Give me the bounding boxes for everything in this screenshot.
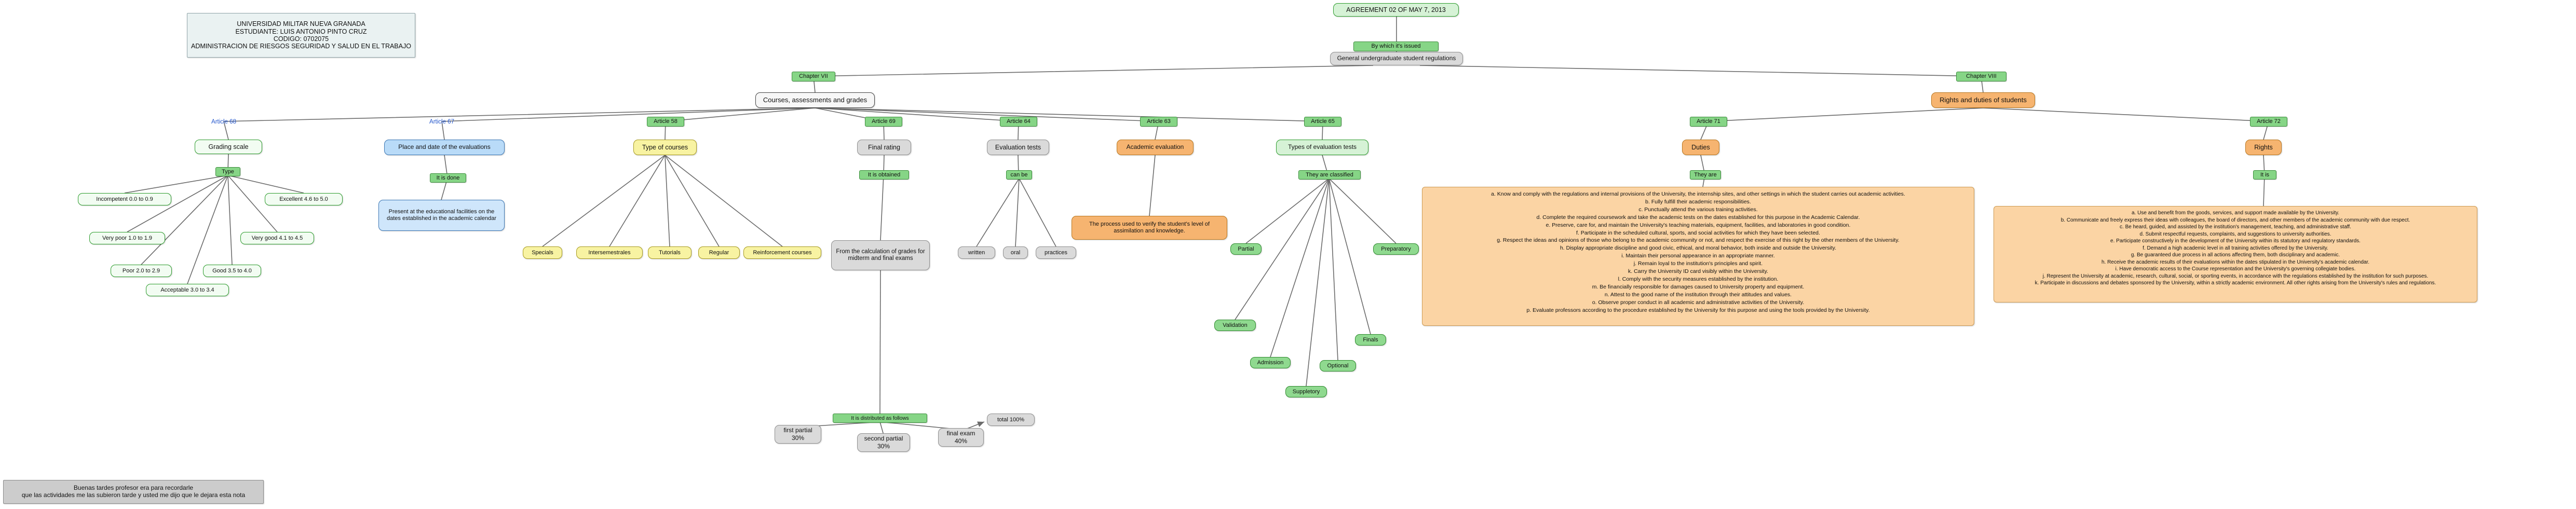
final-exam-value: 40% xyxy=(954,437,968,445)
grade-very-poor-node[interactable]: Very poor 1.0 to 1.9 xyxy=(89,232,165,244)
course-type-specials-node[interactable]: Specials xyxy=(523,246,562,259)
total-node[interactable]: total 100% xyxy=(987,414,1035,426)
chapter-viii-label[interactable]: Chapter VIII xyxy=(1956,72,2006,81)
grade-incompetent-node[interactable]: Incompetent 0.0 to 0.9 xyxy=(78,193,171,205)
regulations-node[interactable]: General undergraduate student regulation… xyxy=(1330,52,1463,65)
by-which-issued-link-label[interactable]: By which it's issued xyxy=(1353,42,1439,51)
eval-test-written-node[interactable]: written xyxy=(958,246,995,259)
duties-link-label[interactable]: They are xyxy=(1690,170,1721,180)
agreement-node[interactable]: AGREEMENT 02 OF MAY 7, 2013 xyxy=(1333,3,1459,17)
distribution-link-label[interactable]: It is distributed as follows xyxy=(833,414,927,423)
eval-test-oral-node[interactable]: oral xyxy=(1003,246,1028,259)
first-partial-label: first partial xyxy=(783,426,812,434)
article-rights-label[interactable]: Article 72 xyxy=(2250,117,2287,127)
eval-test-practices-node[interactable]: practices xyxy=(1036,246,1076,259)
eval-type-preparatory-node[interactable]: Preparatory xyxy=(1373,243,1419,255)
grading-type-link-label[interactable]: Type xyxy=(215,167,240,176)
final-rating-detail-node[interactable]: From the calculation of grades for midte… xyxy=(831,240,930,270)
course-type-regular-node[interactable]: Regular xyxy=(698,246,740,259)
eval-types-link-label[interactable]: They are classified xyxy=(1298,170,1361,180)
eval-type-finals-node[interactable]: Finals xyxy=(1355,334,1386,346)
final-rating-link-label[interactable]: It is obtained xyxy=(859,170,909,180)
teacher-note[interactable]: Buenas tardes profesor era para recordar… xyxy=(3,480,264,504)
rights-node[interactable]: Rights xyxy=(2245,140,2282,155)
course-type-intersemestrales-node[interactable]: Intersemestrales xyxy=(576,246,643,259)
final-rating-node[interactable]: Final rating xyxy=(857,140,911,155)
article-course-types-label[interactable]: Article 58 xyxy=(647,117,684,127)
eval-tests-link-label[interactable]: can be xyxy=(1006,170,1032,180)
grading-scale-node[interactable]: Grading scale xyxy=(195,140,262,154)
article-place-date-link[interactable]: Article 67 xyxy=(429,118,454,125)
chapter-vii-label[interactable]: Chapter VII xyxy=(792,72,835,81)
first-partial-value: 30% xyxy=(791,434,805,442)
grade-poor-node[interactable]: Poor 2.0 to 2.9 xyxy=(111,265,172,277)
grade-acceptable-node[interactable]: Acceptable 3.0 to 3.4 xyxy=(146,284,229,296)
types-evaluation-tests-node[interactable]: Types of evaluation tests xyxy=(1276,140,1368,155)
eval-type-partial-node[interactable]: Partial xyxy=(1230,243,1262,255)
article-eval-types-label[interactable]: Article 65 xyxy=(1304,117,1341,127)
eval-type-suppletory-node[interactable]: Suppletory xyxy=(1285,386,1327,397)
type-of-courses-node[interactable]: Type of courses xyxy=(633,140,697,155)
course-type-reinforcement-node[interactable]: Reinforcement courses xyxy=(743,246,821,259)
academic-evaluation-detail-node[interactable]: The process used to verify the student's… xyxy=(1072,216,1227,240)
second-partial-node[interactable]: second partial 30% xyxy=(857,433,910,452)
rights-text-node[interactable]: a. Use and benefit from the goods, servi… xyxy=(1994,206,2477,302)
courses-assessments-grades-node[interactable]: Courses, assessments and grades xyxy=(755,92,875,108)
place-date-detail-node[interactable]: Present at the educational facilities on… xyxy=(378,200,505,231)
grade-excellent-node[interactable]: Excellent 4.6 to 5.0 xyxy=(265,193,343,205)
rights-link-label[interactable]: It is xyxy=(2253,170,2276,180)
article-eval-tests-label[interactable]: Article 64 xyxy=(1000,117,1037,127)
article-grading-link[interactable]: Article 68 xyxy=(211,118,236,125)
article-duties-label[interactable]: Article 71 xyxy=(1690,117,1727,127)
eval-type-validation-node[interactable]: Validation xyxy=(1214,320,1256,331)
grade-very-good-node[interactable]: Very good 4.1 to 4.5 xyxy=(240,232,314,244)
evaluation-tests-node[interactable]: Evaluation tests xyxy=(987,140,1049,155)
eval-type-optional-node[interactable]: Optional xyxy=(1320,360,1356,372)
student-info-panel[interactable]: UNIVERSIDAD MILITAR NUEVA GRANADA ESTUDI… xyxy=(187,13,415,58)
grade-good-node[interactable]: Good 3.5 to 4.0 xyxy=(203,265,261,277)
second-partial-label: second partial xyxy=(864,434,903,442)
article-final-rating-label[interactable]: Article 69 xyxy=(865,117,902,127)
second-partial-value: 30% xyxy=(877,442,890,450)
first-partial-node[interactable]: first partial 30% xyxy=(775,425,821,444)
eval-type-admission-node[interactable]: Admission xyxy=(1250,357,1291,368)
place-date-link-label[interactable]: It is done xyxy=(430,173,466,183)
course-type-tutorials-node[interactable]: Tutorials xyxy=(648,246,692,259)
duties-text-node[interactable]: a. Know and comply with the regulations … xyxy=(1422,187,1974,326)
final-exam-node[interactable]: final exam 40% xyxy=(938,428,984,447)
duties-node[interactable]: Duties xyxy=(1682,140,1719,155)
place-date-node[interactable]: Place and date of the evaluations xyxy=(384,140,505,155)
rights-duties-node[interactable]: Rights and duties of students xyxy=(1931,92,2035,108)
final-exam-label: final exam xyxy=(946,429,975,437)
article-academic-eval-label[interactable]: Article 63 xyxy=(1140,117,1177,127)
academic-evaluation-node[interactable]: Academic evaluation xyxy=(1117,140,1194,155)
